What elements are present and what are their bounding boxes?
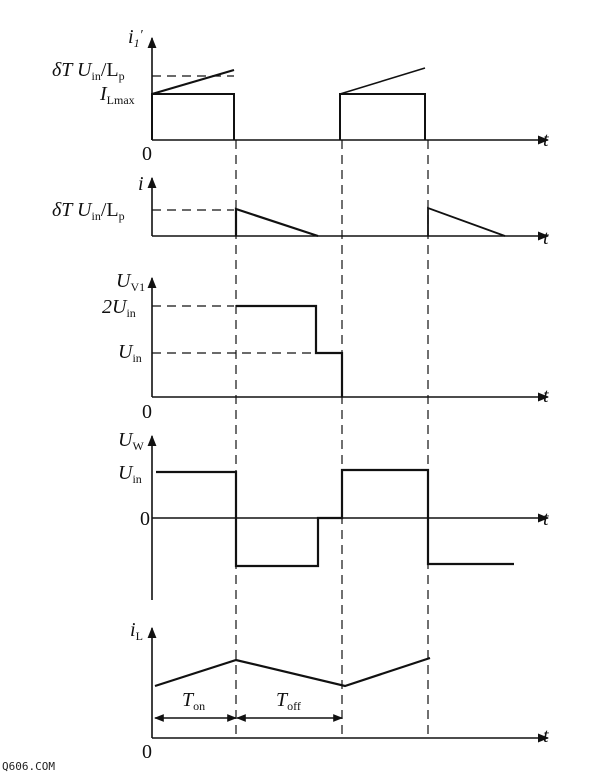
y-axis-letter: i bbox=[128, 26, 134, 48]
primary-current-trace bbox=[151, 67, 426, 140]
level-peak-main: δT U bbox=[52, 59, 93, 81]
y-axis-letter: U bbox=[118, 429, 134, 451]
level-uin-label: Uin bbox=[118, 341, 142, 365]
inductor-current-trace bbox=[154, 656, 431, 688]
level-2uin-label: 2Uin bbox=[102, 296, 136, 320]
panel-primary-current: i1′ 0 t δT Uin/Lp ILmax bbox=[52, 26, 550, 165]
level-uin-main: U bbox=[118, 462, 134, 484]
level-peak-sub: in bbox=[92, 209, 101, 223]
level-peak-tail: /L bbox=[101, 59, 119, 81]
toff-label: Toff bbox=[276, 689, 301, 713]
toff-sub: off bbox=[287, 699, 301, 713]
level-lmax-main: I bbox=[99, 83, 108, 105]
toff-main: T bbox=[276, 689, 289, 711]
pulse-2-outline bbox=[339, 93, 426, 140]
ton-label: Ton bbox=[182, 689, 205, 713]
x-axis-symbol: t bbox=[543, 129, 549, 151]
y-axis-letter: i bbox=[130, 619, 136, 641]
zero-label: 0 bbox=[140, 508, 150, 530]
x-axis-symbol: t bbox=[543, 227, 549, 249]
panel-switch-voltage: UV1 0 t 2Uin Uin bbox=[102, 270, 550, 423]
y-axis-letter: U bbox=[116, 270, 132, 292]
level-uin-sub: in bbox=[132, 472, 141, 486]
switch-voltage-trace bbox=[236, 304, 344, 397]
ton-main: T bbox=[182, 689, 195, 711]
timing-guide-lines bbox=[235, 140, 429, 740]
level-peak-tail-sub: p bbox=[119, 209, 125, 223]
level-peak-tail: /L bbox=[101, 199, 119, 221]
y-axis-symbol: iL bbox=[130, 619, 143, 643]
panel-inductor-current: iL 0 t Ton Toff bbox=[130, 619, 550, 763]
level-uin-sub: in bbox=[132, 351, 141, 365]
y-axis-symbol: UV1 bbox=[116, 270, 145, 294]
x-axis-symbol: t bbox=[543, 725, 549, 747]
level-lmax-label: ILmax bbox=[99, 83, 135, 107]
level-peak-tail-sub: p bbox=[119, 69, 125, 83]
y-axis-sub: 1 bbox=[134, 36, 140, 50]
level-2uin-main: 2U bbox=[102, 296, 128, 318]
x-axis-symbol: t bbox=[543, 385, 549, 407]
pulse-2-ramp bbox=[339, 67, 426, 95]
pulse-1-outline bbox=[151, 93, 235, 140]
ton-sub: on bbox=[193, 699, 205, 713]
level-uin-label: Uin bbox=[118, 462, 142, 486]
level-peak-sub: in bbox=[92, 69, 101, 83]
y-axis-sub: V1 bbox=[130, 280, 145, 294]
origin-label: 0 bbox=[142, 401, 152, 423]
panel-secondary-current: i t δT Uin/Lp bbox=[52, 173, 550, 249]
y-axis-symbol: i bbox=[138, 173, 144, 195]
y-axis-mark: ′ bbox=[140, 28, 144, 43]
level-2uin-sub: in bbox=[126, 306, 135, 320]
discharge-1 bbox=[234, 207, 319, 238]
level-peak-main: δT U bbox=[52, 199, 93, 221]
discharge-2 bbox=[427, 206, 506, 237]
level-peak-label: δT Uin/Lp bbox=[52, 199, 125, 223]
origin-label: 0 bbox=[142, 741, 152, 763]
y-axis-sub: L bbox=[136, 629, 143, 643]
x-axis-symbol: t bbox=[543, 508, 549, 530]
origin-label: 0 bbox=[142, 143, 152, 165]
y-axis-sub: W bbox=[132, 439, 144, 453]
level-peak-label: δT Uin/Lp bbox=[52, 59, 125, 83]
y-axis-symbol: i1′ bbox=[128, 26, 144, 50]
winding-voltage-trace bbox=[156, 468, 514, 568]
pulse-1-ramp bbox=[151, 68, 235, 96]
watermark: Q606.COM bbox=[2, 760, 55, 773]
panel-winding-voltage: UW 0 t Uin bbox=[118, 429, 550, 600]
secondary-current-trace bbox=[234, 206, 506, 238]
level-lmax-sub: Lmax bbox=[107, 93, 135, 107]
y-axis-symbol: UW bbox=[118, 429, 144, 453]
level-uin-main: U bbox=[118, 341, 134, 363]
